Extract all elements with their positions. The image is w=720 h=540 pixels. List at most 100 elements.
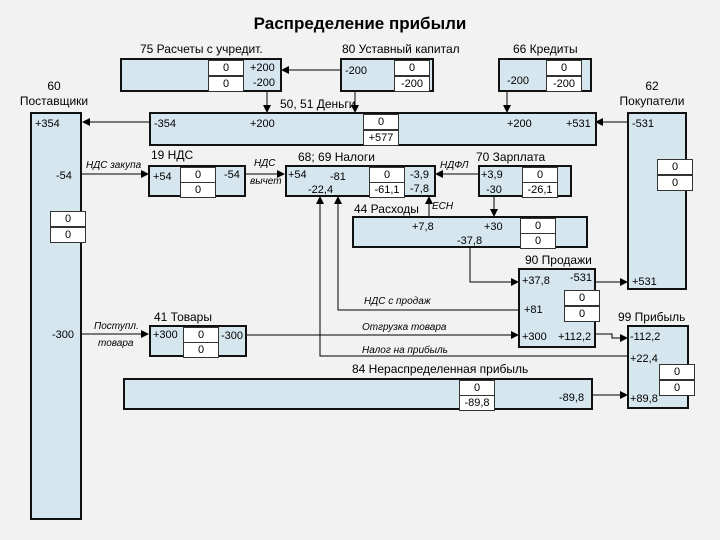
account-80-cell-top: 0 (394, 60, 430, 76)
account-68-cell-top: 0 (369, 167, 405, 183)
account-99-label: 99 Прибыль (618, 310, 686, 324)
account-84-cell-bottom: -89,8 (459, 395, 495, 411)
flow-label-ndfl: НДФЛ (440, 160, 469, 171)
account-70-cell-top: 0 (522, 167, 558, 183)
account-90-label: 90 Продажи (525, 253, 592, 267)
account-68-value: -7,8 (410, 183, 429, 195)
account-84-value: -89,8 (559, 392, 585, 404)
account-99-value: -112,2 (630, 331, 661, 343)
account-66-cell-top: 0 (546, 60, 582, 76)
arrow-99-to-68 (316, 196, 628, 357)
account-62-value: +531 (632, 276, 657, 288)
account-80-cell-bottom: -200 (394, 76, 430, 92)
account-75-value: +200 (250, 62, 275, 74)
account-75-cell-top: 0 (208, 60, 244, 76)
account-60-value: +354 (35, 118, 60, 130)
page-title: Распределение прибыли (253, 14, 467, 33)
account-75-label: 75 Расчеты с учредит. (140, 42, 263, 56)
account-99-cell-top: 0 (659, 364, 695, 380)
account-41-value: -300 (221, 330, 244, 342)
account-50-value: +200 (507, 118, 532, 130)
account-19-cell-top: 0 (180, 167, 216, 183)
account-84-cell-top: 0 (459, 380, 495, 396)
account-75-cell-bottom: 0 (208, 76, 244, 92)
account-90-box: +37,8 -531 0 0 +81 +300 +112,2 (518, 268, 600, 348)
account-90-value: +37,8 (522, 275, 550, 287)
flow-label-vat-deduct: вычет (250, 176, 282, 187)
account-68-cell-bottom: -61,1 (369, 182, 405, 198)
account-66-value: -200 (507, 75, 530, 87)
account-90-value: -531 (570, 272, 593, 284)
account-44-value: +7,8 (412, 221, 434, 233)
account-70-label: 70 Зарплата (476, 150, 546, 164)
account-19-box: +54 0 0 -54 (148, 165, 246, 198)
account-66-cell-bottom: -200 (546, 76, 582, 92)
account-70-value: +3,9 (481, 169, 503, 181)
account-44-value: -37,8 (457, 235, 483, 247)
account-80-label: 80 Уставный капитал (342, 42, 460, 56)
account-41-cell-bottom: 0 (183, 342, 219, 358)
account-80-box: -200 0 -200 (340, 58, 434, 92)
account-70-box: +3,9 -30 0 -26,1 (478, 165, 572, 198)
account-50-value: +531 (566, 118, 591, 130)
account-41-label: 41 Товары (154, 310, 212, 324)
flow-label-vat-deduct: НДС (254, 158, 276, 169)
flow-label-vat-purchase: НДС закупа (86, 160, 142, 171)
account-62-value: -531 (632, 118, 655, 130)
account-60-value: -300 (52, 329, 75, 341)
account-70-cell-bottom: -26,1 (522, 182, 558, 198)
account-99-box: -112,2 +22,4 0 0 +89,8 (627, 325, 695, 409)
account-44-cell-top: 0 (520, 218, 556, 234)
flow-label-vat-sales: НДС с продаж (364, 296, 431, 307)
arrow-90-to-68 (334, 196, 518, 311)
account-66-box: -200 0 -200 (498, 58, 592, 92)
account-68-box: +54 -81 -22,4 0 -61,1 -3,9 -7,8 (285, 165, 436, 198)
account-41-value: +300 (153, 329, 178, 341)
account-99-value: +22,4 (630, 353, 658, 365)
account-60-label: Поставщики (19, 94, 89, 108)
account-99-cell-bottom: 0 (659, 380, 695, 396)
arrow-90-to-99 (596, 333, 628, 342)
account-44-label: 44 Расходы (354, 202, 419, 216)
account-84-label: 84 Нераспределенная прибыль (352, 362, 529, 376)
account-19-value: +54 (153, 171, 172, 183)
account-62-cell-top: 0 (657, 159, 693, 175)
account-62-number: 62 (645, 79, 659, 93)
account-50-box: -354 +200 0 +577 +200 +531 (149, 112, 597, 146)
account-44-box: +7,8 +30 -37,8 0 0 (352, 216, 588, 249)
flow-label-goods-ship: Отгрузка товара (362, 322, 447, 333)
flow-label-goods-in: товара (98, 338, 134, 349)
account-60-number: 60 (47, 79, 61, 93)
account-60-box: +354 -54 0 0 -300 (30, 112, 86, 520)
account-62-cell-bottom: 0 (657, 175, 693, 191)
account-68-value: -81 (330, 171, 346, 183)
account-50-cell-bottom: +577 (363, 130, 399, 146)
account-44-value: +30 (484, 221, 503, 233)
account-68-value: +54 (288, 169, 307, 181)
account-90-cell-top: 0 (564, 290, 600, 306)
account-19-value: -54 (224, 169, 240, 181)
account-50-value: -354 (154, 118, 177, 130)
account-70-value: -30 (486, 184, 502, 196)
account-66-label: 66 Кредиты (513, 42, 578, 56)
account-84-box: 0 -89,8 -89,8 (123, 378, 593, 411)
flow-label-goods-in: Поступл. (94, 321, 139, 332)
account-60-cell-top: 0 (50, 211, 86, 227)
account-68-value: -3,9 (410, 169, 429, 181)
account-44-cell-bottom: 0 (520, 233, 556, 249)
account-62-label: Покупатели (619, 94, 685, 108)
account-50-cell-top: 0 (363, 114, 399, 130)
account-75-box: 0 0 +200 -200 (120, 58, 282, 92)
account-90-value: +81 (524, 304, 543, 316)
flow-label-esn: ЕСН (432, 201, 454, 212)
account-99-value: +89,8 (630, 393, 658, 405)
arrow-44-to-90 (469, 248, 519, 286)
account-41-box: +300 0 0 -300 (149, 325, 247, 358)
account-19-label: 19 НДС (151, 148, 194, 162)
account-75-value: -200 (253, 77, 276, 89)
account-68-label: 68; 69 Налоги (298, 150, 375, 164)
account-60-value: -54 (56, 170, 72, 182)
account-60-cell-bottom: 0 (50, 227, 86, 243)
account-19-cell-bottom: 0 (180, 182, 216, 198)
